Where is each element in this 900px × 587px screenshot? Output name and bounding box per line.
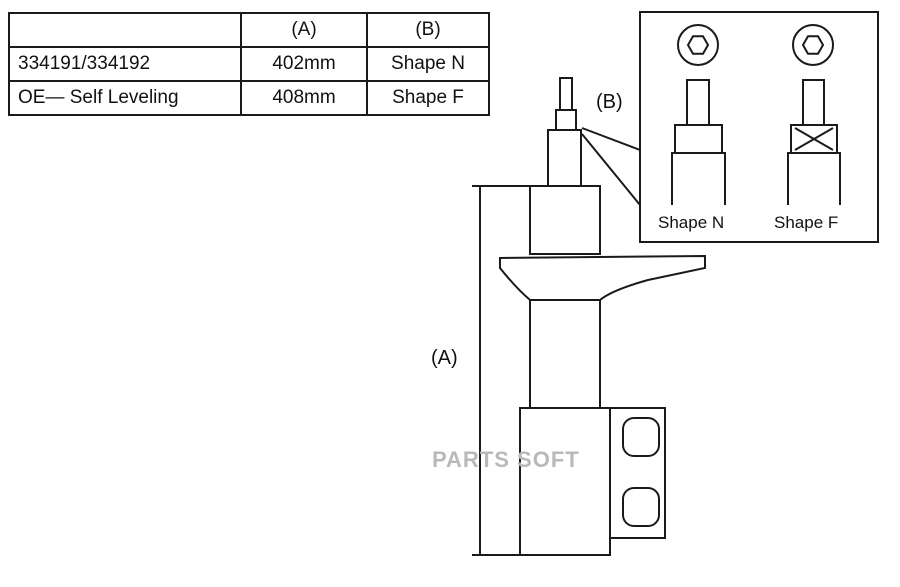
dimension-a-label: (A) <box>431 347 458 369</box>
header-cell <box>8 12 242 48</box>
callout-b-label: (B) <box>596 91 623 113</box>
shape-n-label: Shape N <box>658 213 724 232</box>
strut-body <box>499 77 706 556</box>
header-cell-a: (A) <box>240 12 368 48</box>
shape-f-label: Shape F <box>774 213 838 232</box>
table-row: OE— Self Leveling 408mm Shape F <box>8 80 490 116</box>
mounting-hole <box>622 417 660 457</box>
shape-cell: Shape N <box>366 46 490 82</box>
shape-f-detail: Shape F <box>774 24 841 232</box>
length-cell: 402mm <box>240 46 368 82</box>
callout-b: (B) <box>581 91 641 206</box>
length-cell: 408mm <box>240 80 368 116</box>
watermark: PARTS SOFT <box>432 447 580 472</box>
detail-inset: Shape N Shape F <box>639 11 879 243</box>
mounting-hole <box>622 487 660 527</box>
part-number-cell: 334191/334192 <box>8 46 242 82</box>
part-number-cell: OE— Self Leveling <box>8 80 242 116</box>
table-row: 334191/334192 402mm Shape N <box>8 46 490 82</box>
dimension-a: (A) <box>431 185 530 556</box>
shape-n-detail: Shape N <box>658 24 726 232</box>
header-cell-b: (B) <box>366 12 490 48</box>
shape-cell: Shape F <box>366 80 490 116</box>
spec-table: (A) (B) 334191/334192 402mm Shape N OE— … <box>8 12 490 116</box>
table-header-row: (A) (B) <box>8 12 490 48</box>
